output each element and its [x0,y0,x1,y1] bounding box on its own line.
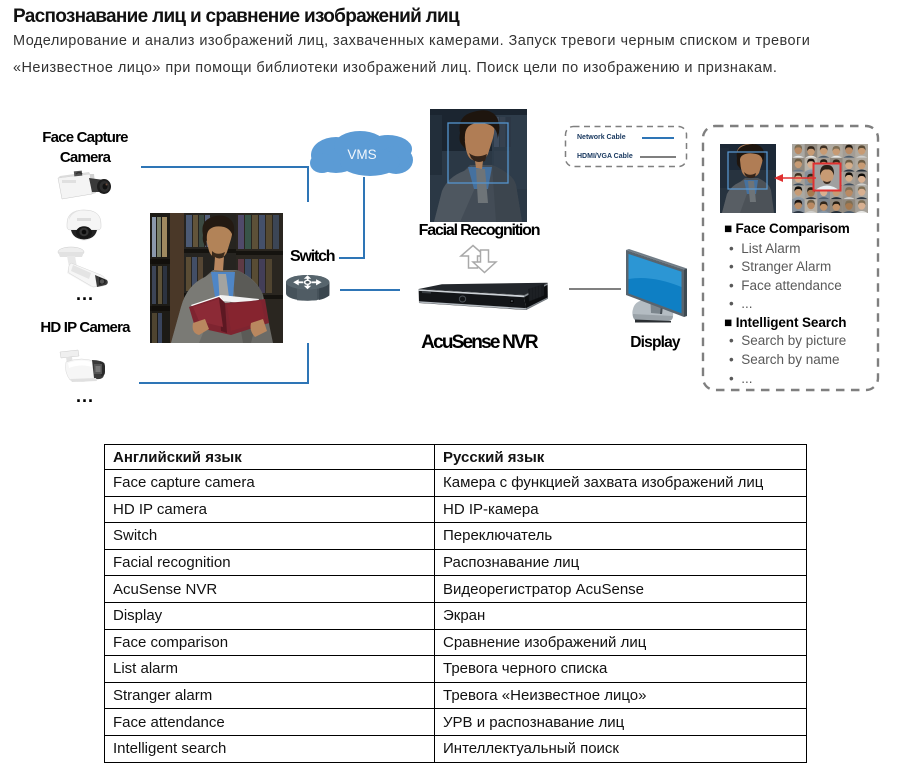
svg-text:VMS: VMS [347,147,376,162]
